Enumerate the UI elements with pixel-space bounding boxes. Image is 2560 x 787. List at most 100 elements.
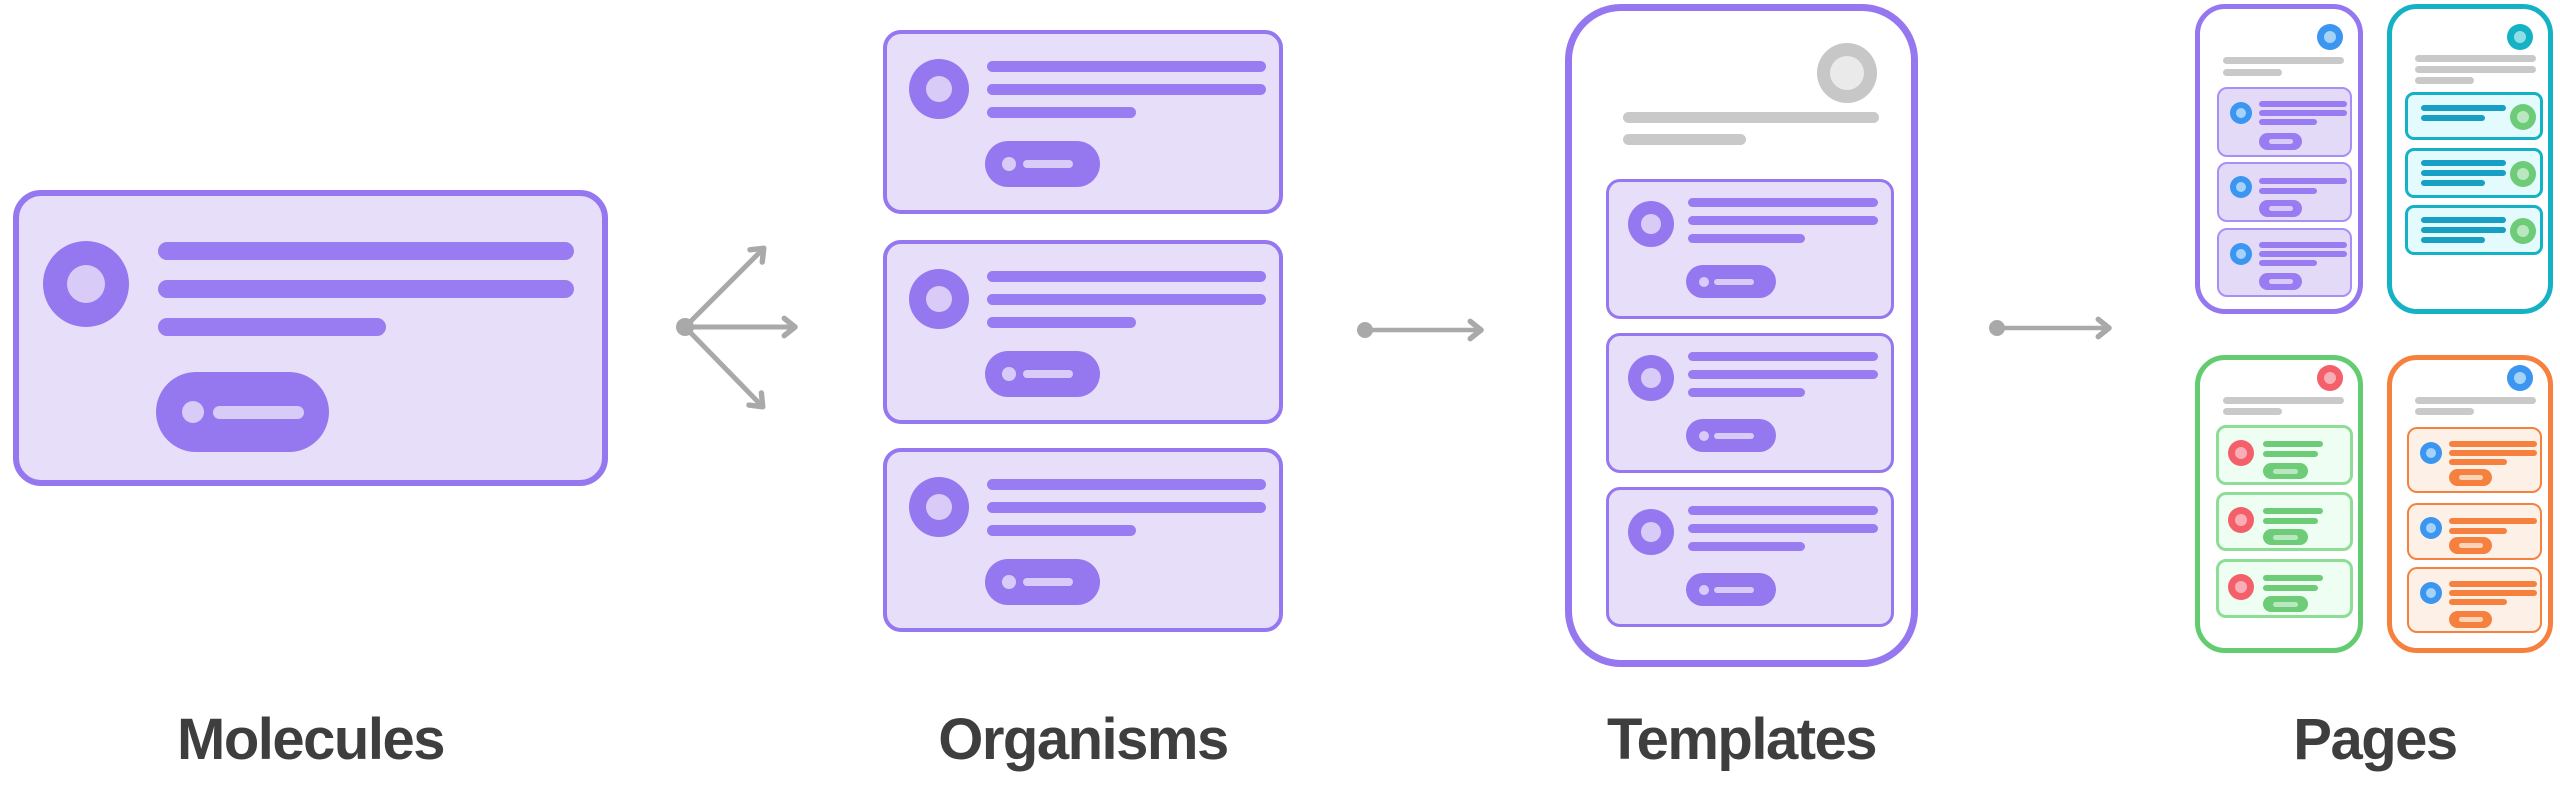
text-line-placeholder [2415,77,2474,84]
text-line-placeholder [2449,450,2537,456]
text-line-placeholder [2263,518,2318,524]
avatar-placeholder [909,59,969,119]
avatar-placeholder [909,269,969,329]
page-card [2217,162,2352,222]
button-line-placeholder [2268,206,2293,211]
text-line-placeholder [2421,105,2506,111]
button-line-placeholder [2268,139,2293,144]
text-line-placeholder [1688,352,1878,361]
page-card [2405,92,2543,140]
page-phone-purple [2195,4,2363,314]
text-line-placeholder [1688,234,1805,243]
text-line-placeholder [2223,57,2344,64]
text-line-placeholder [987,271,1266,282]
status-dot-icon [2507,365,2533,391]
text-line-placeholder [2421,115,2485,121]
text-line-placeholder [1623,112,1879,123]
text-line-placeholder [2263,451,2318,457]
text-line-placeholder [2421,227,2506,233]
text-line-placeholder [987,502,1266,513]
text-line-placeholder [2263,508,2323,514]
text-line-placeholder [2449,528,2507,534]
template-card [1606,487,1894,627]
text-line-placeholder [2421,160,2506,166]
page-card [2216,559,2353,618]
button-dot-icon [1002,367,1016,381]
text-line-placeholder [2449,581,2537,587]
button-placeholder [2259,273,2302,290]
button-placeholder [2259,200,2302,217]
button-placeholder [2449,537,2492,554]
text-line-placeholder [2259,188,2317,194]
organism-card [883,448,1283,632]
text-line-placeholder [987,525,1136,536]
text-line-placeholder [158,242,574,260]
avatar-placeholder [43,241,129,327]
text-line-placeholder [2421,180,2485,186]
text-line-placeholder [158,318,386,336]
text-line-placeholder [2421,170,2506,176]
button-dot-icon [1002,575,1016,589]
button-placeholder [2449,611,2492,628]
text-line-placeholder [2421,237,2485,243]
template-card [1606,179,1894,319]
page-card [2217,87,2352,157]
text-line-placeholder [2259,260,2317,266]
text-line-placeholder [2415,55,2536,62]
text-line-placeholder [2415,397,2536,404]
button-line-placeholder [1714,278,1754,285]
text-line-placeholder [1688,542,1805,551]
text-line-placeholder [2421,217,2506,223]
page-card [2216,425,2353,485]
text-line-placeholder [2259,119,2317,125]
avatar-placeholder [2420,582,2442,604]
avatar-placeholder [2228,507,2254,533]
branch-arrows-icon [676,245,798,410]
button-placeholder [985,559,1100,605]
avatar-placeholder [2230,102,2252,124]
button-placeholder [1686,419,1776,452]
molecule-card [13,190,608,486]
button-line-placeholder [1023,160,1073,168]
button-line-placeholder [1714,586,1754,593]
button-line-placeholder [2268,279,2293,284]
avatar-placeholder [1628,509,1674,555]
avatar-placeholder [1817,43,1877,103]
page-phone-teal [2387,4,2553,314]
page-card [2405,205,2543,255]
button-line-placeholder [2458,617,2483,622]
text-line-placeholder [2223,408,2282,415]
page-card [2407,503,2542,560]
button-line-placeholder [2273,468,2298,474]
text-line-placeholder [1688,216,1878,225]
text-line-placeholder [987,107,1136,118]
avatar-placeholder [2510,218,2536,244]
avatar-placeholder [2228,440,2254,466]
text-line-placeholder [1688,388,1805,397]
text-line-placeholder [1688,370,1878,379]
button-placeholder [2259,133,2302,150]
text-line-placeholder [2223,69,2282,76]
button-placeholder [2263,529,2308,545]
text-line-placeholder [158,280,574,298]
button-placeholder [985,351,1100,397]
text-line-placeholder [1688,198,1878,207]
button-line-placeholder [2458,475,2483,480]
button-line-placeholder [1023,370,1073,378]
text-line-placeholder [2415,408,2474,415]
avatar-placeholder [2228,574,2254,600]
button-dot-icon [1699,430,1709,441]
text-line-placeholder [1623,134,1746,145]
text-line-placeholder [2263,575,2323,581]
text-line-placeholder [987,84,1266,95]
text-line-placeholder [987,294,1266,305]
button-dot-icon [182,401,204,423]
button-line-placeholder [2273,534,2298,540]
button-placeholder [156,372,329,452]
button-placeholder [2449,469,2492,486]
avatar-placeholder [2230,243,2252,265]
stage-label-pages: Pages [2293,707,2458,772]
page-card [2216,492,2353,551]
text-line-placeholder [2449,441,2537,447]
text-line-placeholder [1688,524,1878,533]
